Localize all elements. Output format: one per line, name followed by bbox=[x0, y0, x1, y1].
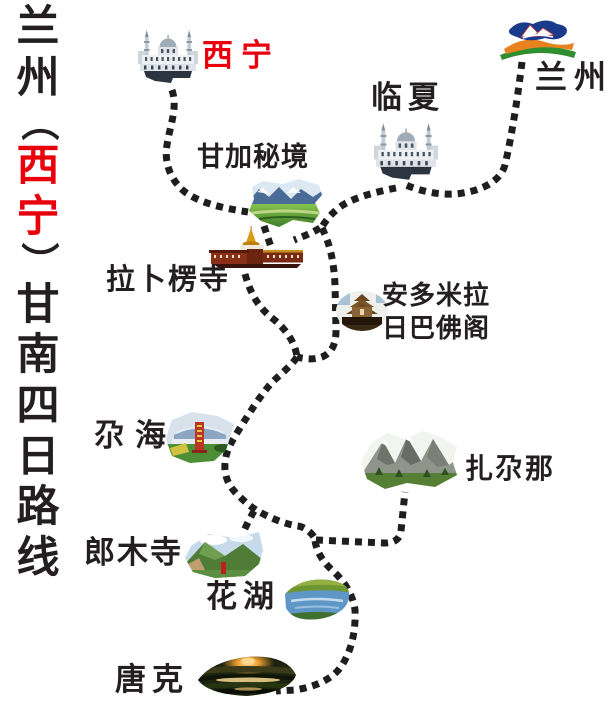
label-gahai: 尕海 bbox=[94, 418, 176, 453]
title-char: ） bbox=[16, 242, 59, 281]
label-zhagana: 扎尕那 bbox=[465, 453, 556, 484]
route-linxia-junction bbox=[318, 184, 397, 229]
lake-monument-photo bbox=[166, 410, 234, 465]
label-huahu: 花湖 bbox=[206, 579, 280, 614]
title-char: 路 bbox=[16, 483, 60, 532]
grassland-photo bbox=[249, 179, 322, 227]
monastery-photo bbox=[207, 226, 305, 269]
label-anduomilariba: 安多米拉 日巴佛阁 bbox=[382, 279, 490, 344]
label-linxia: 临夏 bbox=[371, 80, 445, 115]
route-spur-langmusi bbox=[239, 509, 258, 535]
title-char: 西 bbox=[16, 141, 60, 190]
pavilion-photo bbox=[336, 291, 388, 331]
title-char: （ bbox=[16, 103, 59, 142]
route-junction-anduo bbox=[296, 226, 340, 363]
mosque-icon bbox=[364, 120, 448, 184]
label-xining: 西宁 bbox=[202, 38, 280, 73]
title-char: 州 bbox=[16, 53, 60, 102]
route-merge-gahai-junction2 bbox=[221, 354, 317, 540]
label-anduomilariba-line2: 日巴佛阁 bbox=[382, 312, 491, 343]
label-ganjia: 甘加秘境 bbox=[197, 142, 309, 172]
mountain-logo-icon bbox=[497, 16, 579, 62]
label-lanzhou: 兰州 bbox=[535, 59, 614, 95]
title-char: 宁 bbox=[16, 192, 60, 241]
label-anduomilariba-line1: 安多米拉 bbox=[382, 280, 491, 310]
title-char: 南 bbox=[16, 331, 60, 380]
title-char: 兰 bbox=[16, 3, 60, 51]
sunset-river-photo bbox=[192, 649, 302, 700]
title-char: 日 bbox=[16, 432, 60, 481]
route-labrang-merge bbox=[241, 273, 301, 358]
route-junction-labrang bbox=[292, 225, 322, 244]
rocky-peaks-photo bbox=[361, 429, 457, 491]
route-junction2-zhagana bbox=[315, 491, 409, 547]
route-lanzhou-linxia bbox=[404, 61, 526, 198]
title-char: 甘 bbox=[16, 280, 60, 329]
mosque-icon bbox=[136, 26, 200, 88]
label-tangke: 唐克 bbox=[115, 662, 189, 697]
lake-photo bbox=[281, 575, 353, 622]
label-labrang: 拉卜楞寺 bbox=[106, 264, 231, 296]
route-xining-ganjia bbox=[162, 88, 249, 216]
hill-temple-photo bbox=[185, 530, 263, 578]
label-langmusi: 郎木寺 bbox=[84, 535, 183, 570]
title-char: 四 bbox=[16, 382, 60, 430]
route-junction2-tangke bbox=[275, 540, 359, 695]
page-title: 兰州（西宁）甘南四日路线 bbox=[10, 6, 66, 580]
title-char: 线 bbox=[16, 533, 60, 582]
